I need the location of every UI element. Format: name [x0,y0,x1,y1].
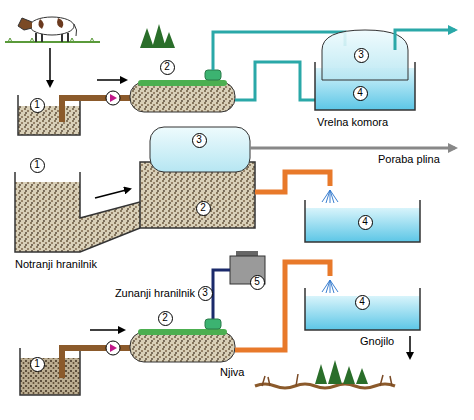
callout-number: 1 [34,160,40,170]
slurry-pipe-part [322,280,338,293]
callout-number: 4 [357,88,363,98]
cow [18,17,77,42]
boiling-chamber-part [395,30,455,50]
part-label: Njiva [220,366,244,378]
callout-number: 1 [34,100,40,110]
inner-storage-pit-part [95,189,130,198]
fertilizer-tank [305,288,420,358]
callout-number: 4 [362,217,368,227]
flow-arrows-part [49,48,51,86]
part-label: Gnojilo [360,335,394,347]
flow-arrows-part [90,329,124,331]
flow-arrows [50,48,126,86]
callout-circle: 3 [354,48,369,63]
gas-holder [213,251,265,319]
feed-pit-part [18,106,80,135]
callout-circle: 2 [160,60,175,75]
digester-tank-part [138,329,227,335]
callout-number: 2 [200,203,206,213]
trees [140,24,175,48]
cow-part [30,17,74,35]
callout-number: 2 [164,62,170,72]
fertilizer-tank-part [305,288,420,330]
flow-arrows-part [97,79,126,81]
grass-part [8,38,94,42]
callout-circle: 1 [30,158,45,173]
callout-number: 4 [359,297,365,307]
callout-number: 3 [358,50,364,60]
feed-pipe-part [62,348,106,378]
inner-storage-pit-part [15,182,80,252]
feed-pipe-part [110,344,117,352]
callout-circle: 5 [250,275,265,290]
callout-circle: 4 [355,295,370,310]
slurry-pipe [255,172,338,203]
callout-number: 3 [196,135,202,145]
callout-circle: 1 [30,357,45,372]
digester-tank-part [130,332,235,362]
callout-number: 5 [254,277,260,287]
digester-tank-part [205,70,221,80]
callout-number: 1 [34,359,40,369]
boiling-chamber [315,30,455,110]
digester-tank [130,319,235,362]
feed-pit [20,348,80,395]
feed-pipe-part [106,341,120,355]
callout-number: 3 [202,288,208,298]
fixed-dome-tank-part [150,127,250,172]
fertilizer-tank-part [305,208,420,242]
callout-number: 2 [162,313,168,323]
cow-part [74,24,77,36]
fertilizer-tank [305,200,420,242]
gas-holder-part [213,270,230,319]
slurry-pipe-part [322,190,338,203]
digester-tank-part [138,80,227,86]
field [255,360,395,388]
callout-circle: 2 [158,311,173,326]
callout-circle: 4 [358,215,373,230]
grass-part [5,41,100,43]
fertilizer-tank-part [305,200,420,242]
part-label: Zunanji hranilnik [115,287,195,299]
fertilizer-tank-part [305,296,420,330]
cow-part [18,18,32,30]
feed-pipe-part [62,98,106,122]
digester-tank-part [205,319,221,329]
feed-pit-part [20,348,80,395]
field-part [315,360,368,384]
feed-pipe [62,341,132,378]
field-part [255,384,395,388]
cow-part [38,18,63,29]
trees-part [140,24,175,48]
callout-circle: 4 [353,86,368,101]
grass [5,38,100,42]
gas-pipe-part [235,62,322,100]
inner-storage-pit [15,172,140,252]
part-label: Notranji hranilnik [15,258,97,270]
field-part [262,374,392,386]
part-label: Vrelna komora [317,116,388,128]
feed-pipe-part [106,91,120,105]
inner-storage-pit-part [15,172,140,252]
callout-circle: 1 [30,98,45,113]
fertilizer-tank-part [409,336,411,358]
slurry-pipe-part [255,172,330,192]
cow-part [36,33,68,42]
feed-pipe-part [110,94,117,102]
part-label: Poraba plina [378,153,440,165]
digester-tank [130,70,235,112]
fixed-dome-tank-part [250,147,455,150]
feed-pipe [62,91,132,122]
digester-tank-part [130,82,235,112]
callout-circle: 3 [192,133,207,148]
callout-circle: 2 [196,201,211,216]
callout-circle: 3 [198,286,213,301]
flow-arrows [90,330,124,331]
